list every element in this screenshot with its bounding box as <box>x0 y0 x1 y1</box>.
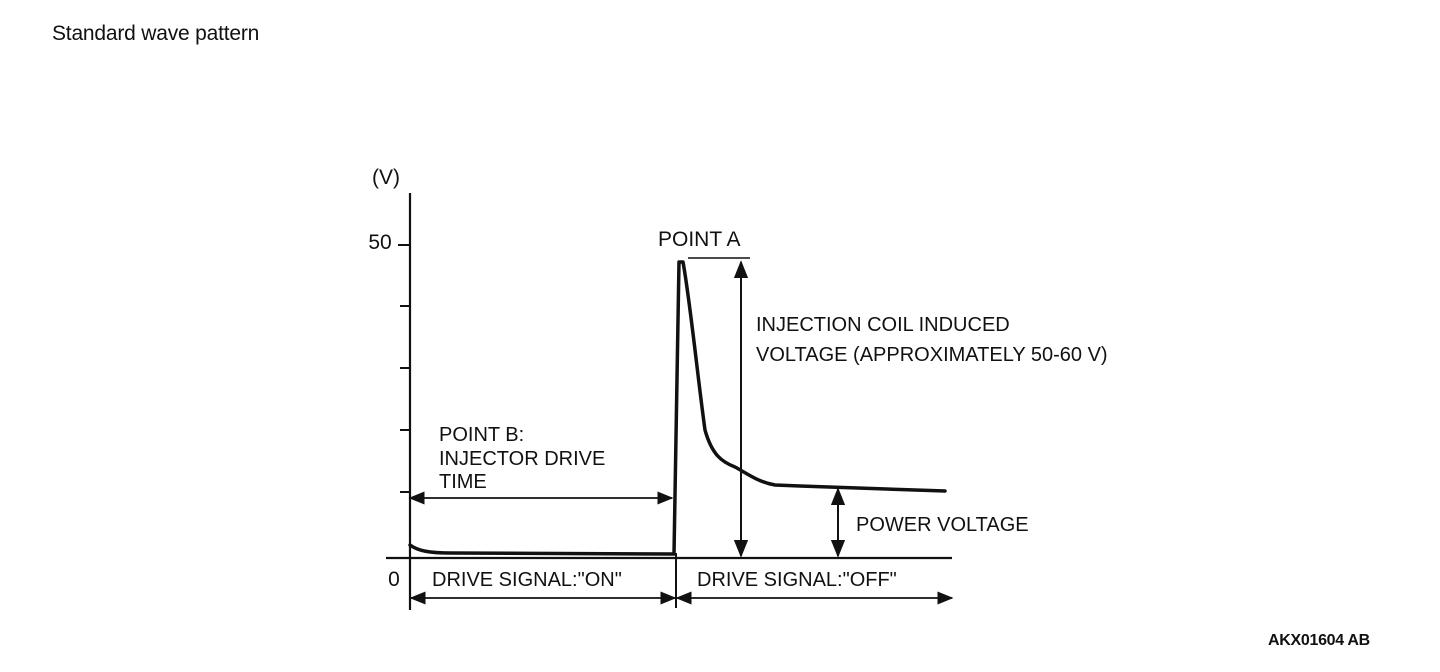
y-axis-unit: (V) <box>372 166 400 189</box>
point-b-label-line1: POINT B: <box>439 424 524 446</box>
page-title: Standard wave pattern <box>52 22 260 45</box>
reference-code: AKX01604 AB <box>1268 632 1370 649</box>
y-tick-label-50: 50 <box>368 231 391 254</box>
waveform-trace <box>408 260 947 556</box>
point-a-label: POINT A <box>658 228 740 251</box>
drive-signal-on-label: DRIVE SIGNAL:"ON" <box>432 569 622 591</box>
drive-signal-off-label: DRIVE SIGNAL:"OFF" <box>697 569 897 591</box>
origin-label: 0 <box>388 568 400 591</box>
point-b-label-line2: INJECTOR DRIVE <box>439 448 605 470</box>
induced-voltage-label-line2: VOLTAGE (APPROXIMATELY 50-60 V) <box>756 344 1108 366</box>
power-voltage-label: POWER VOLTAGE <box>856 514 1029 536</box>
induced-voltage-label-line1: INJECTION COIL INDUCED <box>756 314 1010 336</box>
point-b-label-line3: TIME <box>439 471 487 493</box>
